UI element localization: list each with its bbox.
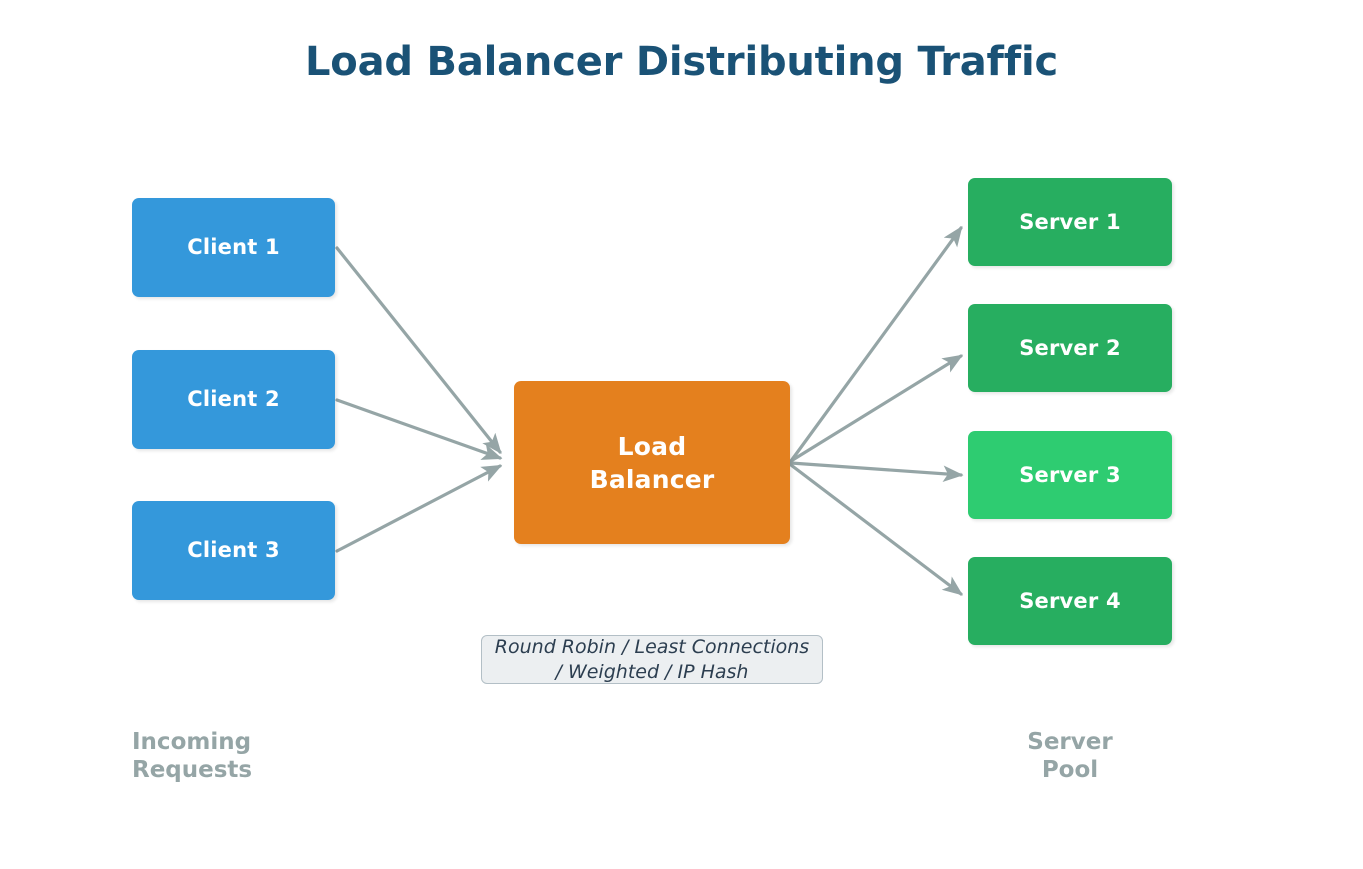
client-node-3-label: Client 3 xyxy=(187,538,280,563)
client-node-1-label: Client 1 xyxy=(187,235,280,260)
arrow-balancer-to-server-3 xyxy=(789,461,964,483)
arrow-balancer-to-server-4 xyxy=(789,463,964,596)
server-node-2-label: Server 2 xyxy=(1019,335,1121,360)
server-node-1[interactable]: Server 1 xyxy=(968,178,1172,266)
load-balancer-label: Load Balancer xyxy=(589,431,715,494)
client-node-2[interactable]: Client 2 xyxy=(132,350,335,449)
algorithm-annotation-box: Round Robin / Least Connections / Weight… xyxy=(481,635,823,684)
arrow-client-3-to-balancer xyxy=(335,464,503,553)
arrow-balancer-to-server-2 xyxy=(789,354,964,463)
client-node-1[interactable]: Client 1 xyxy=(132,198,335,297)
algorithm-annotation-text: Round Robin / Least Connections / Weight… xyxy=(494,636,810,683)
server-node-3[interactable]: Server 3 xyxy=(968,431,1172,519)
server-node-4-label: Server 4 xyxy=(1019,588,1121,613)
page-title: Load Balancer Distributing Traffic xyxy=(305,39,1058,85)
arrow-balancer-to-server-1 xyxy=(789,225,963,463)
arrow-client-2-to-balancer xyxy=(335,398,503,460)
client-node-3[interactable]: Client 3 xyxy=(132,501,335,600)
server-node-4[interactable]: Server 4 xyxy=(968,557,1172,645)
server-node-3-label: Server 3 xyxy=(1019,462,1121,487)
load-balancer-node[interactable]: Load Balancer xyxy=(514,381,790,544)
caption-incoming-requests: Incoming Requests xyxy=(132,729,253,784)
arrow-client-1-to-balancer xyxy=(335,246,502,454)
server-node-2[interactable]: Server 2 xyxy=(968,304,1172,392)
server-node-1-label: Server 1 xyxy=(1019,209,1121,234)
caption-server-pool: Server Pool xyxy=(1027,729,1113,784)
client-node-2-label: Client 2 xyxy=(187,387,280,412)
